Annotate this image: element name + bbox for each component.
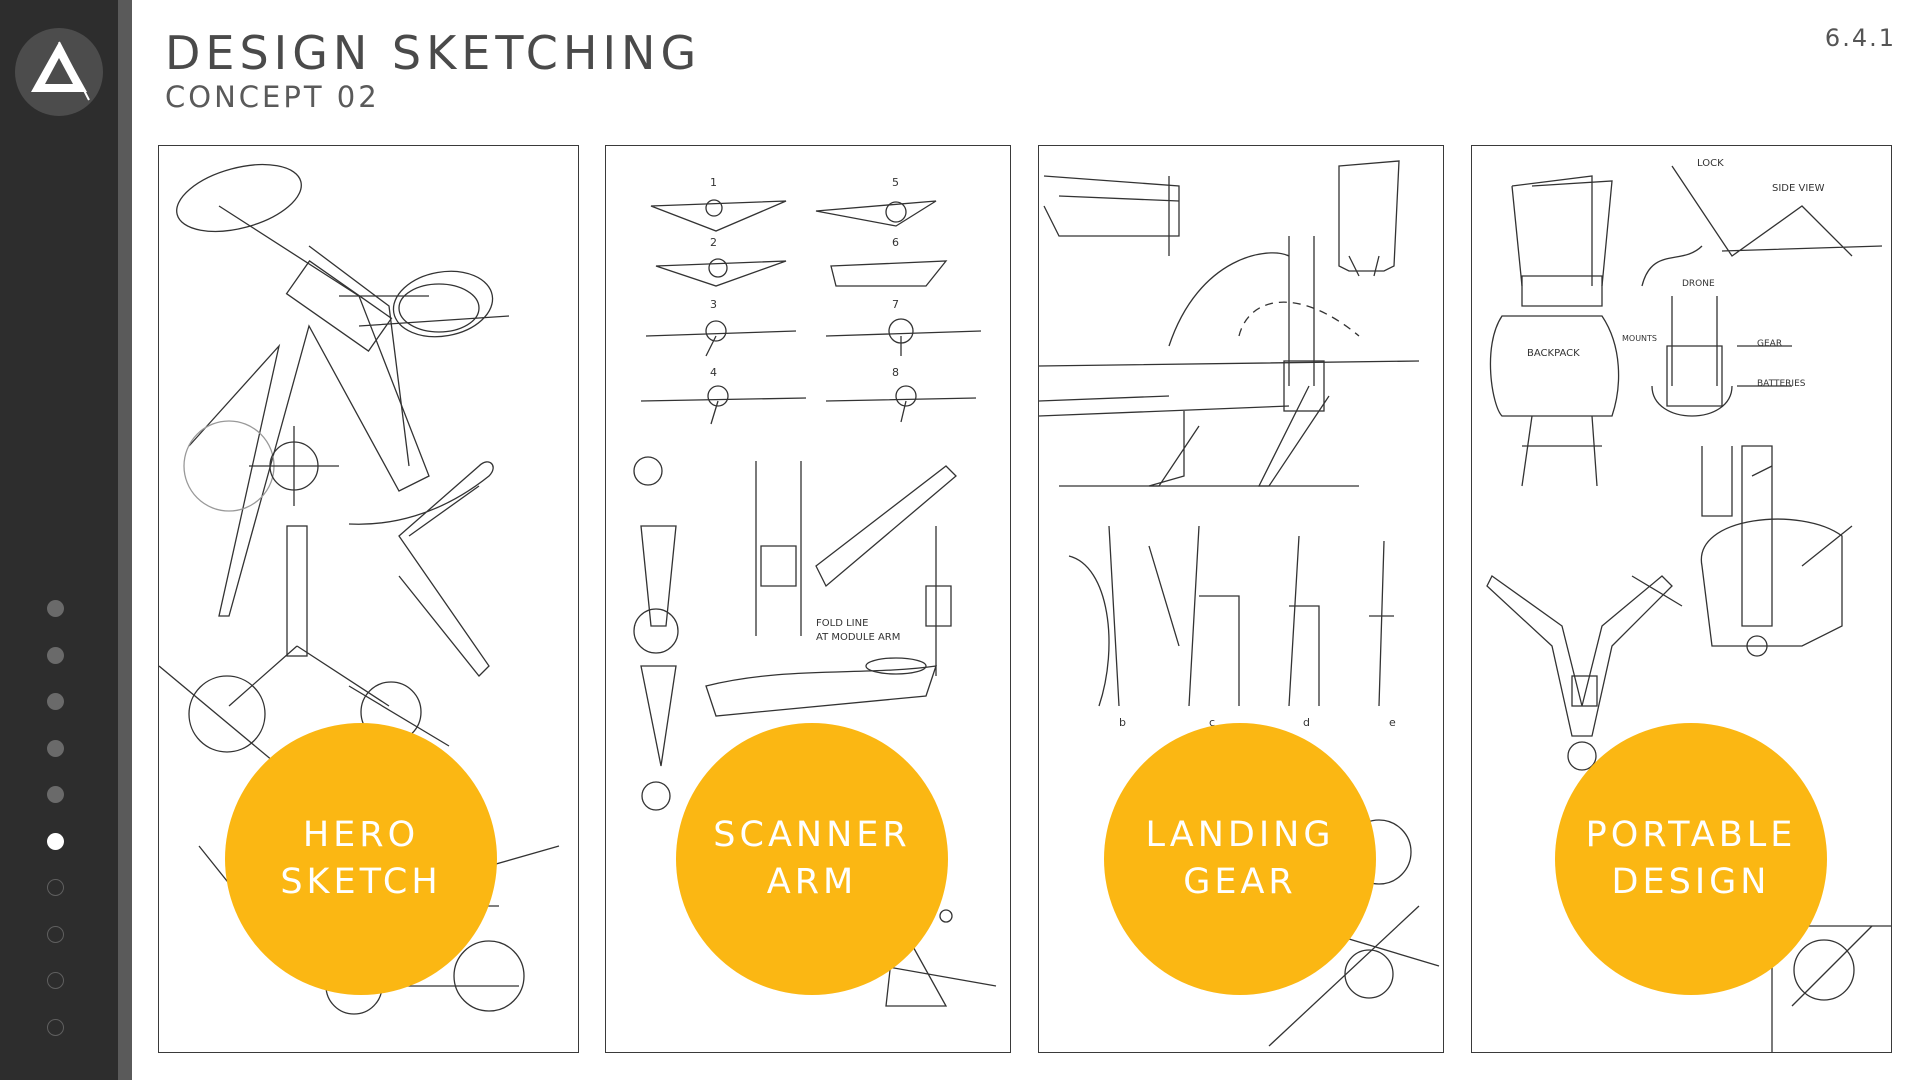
profile-number: 6: [892, 236, 899, 249]
gear-note: GEAR: [1757, 339, 1782, 349]
portable-design-badge[interactable]: PORTABLE DESIGN: [1555, 723, 1827, 995]
nav-dot-3[interactable]: [47, 693, 64, 710]
slide-number: 6.4.1: [1824, 24, 1896, 52]
landing-gear-badge[interactable]: LANDING GEAR: [1104, 723, 1376, 995]
landing-gear-label-line1: LANDING: [1145, 815, 1335, 855]
profile-number: 7: [892, 298, 899, 311]
nav-dot-6-active[interactable]: [47, 832, 64, 850]
scanner-arm-label-line2: ARM: [766, 862, 858, 902]
scanner-arm-badge[interactable]: SCANNER ARM: [676, 723, 948, 995]
gear-letter: e: [1389, 716, 1396, 729]
sidebar-edge: [118, 0, 132, 1080]
profile-number: 8: [892, 366, 899, 379]
hero-sketch-badge[interactable]: HERO SKETCH: [225, 723, 497, 995]
hero-sketch-label-line1: HERO: [302, 815, 420, 855]
profile-number: 3: [710, 298, 717, 311]
side-view-note: SIDE VIEW: [1772, 183, 1825, 194]
backpack-note: BACKPACK: [1527, 348, 1580, 359]
slide-navigation: [47, 600, 69, 1065]
nav-dot-10[interactable]: [47, 1018, 64, 1036]
profile-number: 4: [710, 366, 717, 379]
nav-dot-7[interactable]: [47, 879, 64, 896]
fold-line-note-2: AT MODULE ARM: [816, 632, 900, 643]
scanner-arm-label-line1: SCANNER: [713, 815, 911, 855]
nav-dot-8[interactable]: [47, 925, 64, 943]
batteries-note: BATTERIES: [1757, 379, 1806, 389]
profile-number: 2: [710, 236, 717, 249]
gear-letter: b: [1119, 716, 1126, 729]
panel-portable-design[interactable]: LOCK SIDE VIEW BACKPACK DRONE GEAR BATTE…: [1471, 145, 1892, 1053]
panel-hero-sketch[interactable]: HERO SKETCH: [158, 145, 579, 1053]
lock-note: LOCK: [1697, 158, 1724, 169]
mounts-note: MOUNTS: [1622, 334, 1657, 343]
nav-dot-1[interactable]: [47, 600, 64, 617]
nav-dot-4[interactable]: [47, 739, 64, 757]
profile-number: 1: [710, 176, 717, 189]
portable-design-label-line1: PORTABLE: [1585, 815, 1797, 855]
landing-gear-label-line2: GEAR: [1183, 862, 1297, 902]
fold-line-note-1: FOLD LINE: [816, 618, 868, 629]
hero-sketch-label-line2: SKETCH: [280, 862, 442, 902]
nav-dot-9[interactable]: [47, 972, 64, 989]
logo-triangle-icon[interactable]: [15, 28, 103, 116]
drone-note: DRONE: [1682, 279, 1715, 289]
panel-scanner-arm[interactable]: FOLD LINE AT MODULE ARM 1 2 3 4 5 6 7 8 …: [605, 145, 1011, 1053]
scanner-arm-drawing: FOLD LINE AT MODULE ARM 1 2 3 4 5 6 7 8: [633, 176, 997, 1007]
nav-dot-2[interactable]: [47, 646, 64, 664]
gear-letter: d: [1303, 716, 1310, 729]
nav-dot-5[interactable]: [47, 786, 64, 803]
profile-number: 5: [892, 176, 899, 189]
page-title: DESIGN SKETCHING: [165, 26, 702, 80]
page-subtitle: CONCEPT 02: [165, 80, 380, 114]
panel-landing-gear[interactable]: b c d e LANDING GEAR: [1038, 145, 1444, 1053]
portable-design-label-line2: DESIGN: [1611, 862, 1771, 902]
gear-letter: c: [1209, 716, 1215, 729]
sidebar: [0, 0, 118, 1080]
